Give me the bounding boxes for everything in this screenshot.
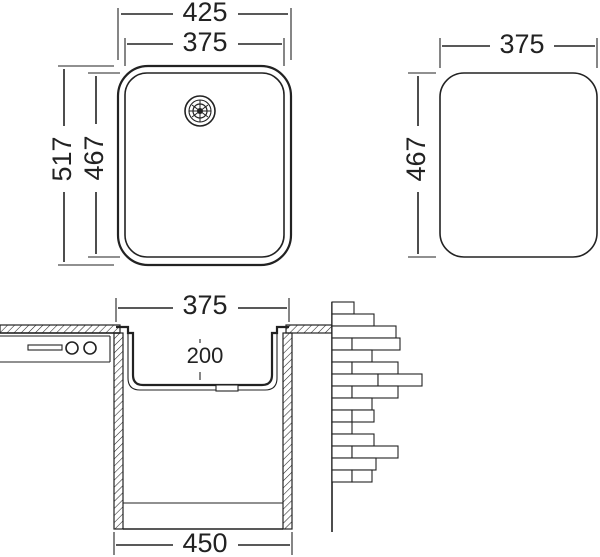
outer-width-label: 425 [182, 0, 227, 27]
countertop-left [0, 324, 121, 334]
dimension-depth: 200 [187, 339, 224, 380]
drain-outlet [215, 384, 239, 392]
dimension-outer-height: 517 [47, 65, 114, 266]
section-view: 375 200 450 [0, 290, 423, 557]
cabinet-wall-left [113, 332, 124, 530]
dimension-cutout-height: 467 [401, 72, 436, 258]
inner-width-label: 375 [182, 27, 227, 57]
cutout-outline [439, 72, 598, 258]
dimension-inner-width: 375 [124, 27, 285, 66]
dimension-cutout-width: 375 [439, 29, 598, 68]
cabinet-front-panel [0, 335, 111, 363]
countertop-right [285, 324, 333, 334]
dimension-cabinet-width: 450 [113, 528, 293, 557]
brick-wall [331, 301, 423, 532]
handle-icon [27, 344, 63, 351]
dimension-outer-width: 425 [117, 0, 292, 60]
depth-label: 200 [187, 343, 224, 368]
top-view: 425 375 517 467 [47, 0, 293, 267]
dimension-bowl-width: 375 [115, 290, 290, 322]
sink-inner-bowl [124, 72, 285, 258]
sink-section [116, 325, 289, 392]
dimension-inner-height: 467 [79, 72, 120, 258]
cabinet-width-label: 450 [182, 528, 227, 557]
drain-icon [184, 95, 216, 127]
cutout-view: 375 467 [401, 29, 598, 258]
inner-height-label: 467 [79, 135, 109, 180]
cabinet-wall-right [282, 332, 293, 530]
cutout-height-label: 467 [401, 136, 431, 181]
outer-height-label: 517 [47, 136, 77, 181]
cutout-width-label: 375 [499, 29, 544, 59]
sink-outer-rim [116, 64, 293, 267]
bowl-width-label: 375 [182, 290, 227, 320]
knob-icon [83, 341, 97, 355]
knob-icon [65, 341, 79, 355]
